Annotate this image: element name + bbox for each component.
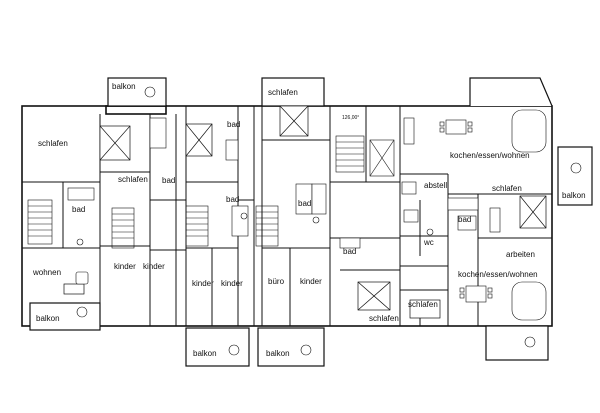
- room-labels: balkon schlafen 126,00° schlafen bad sch…: [32, 82, 586, 358]
- label-schlafen-2: schlafen: [118, 175, 148, 184]
- label-kinder-4: kinder: [221, 279, 243, 288]
- label-wc: wc: [423, 238, 434, 247]
- staircases: [27, 135, 395, 249]
- balcony-tables: [76, 86, 582, 356]
- label-schlafen-top: schlafen: [268, 88, 298, 97]
- label-bad-6: bad: [343, 247, 356, 256]
- label-balkon-left: balkon: [36, 314, 60, 323]
- label-balkon-right: balkon: [562, 191, 586, 200]
- furniture: [75, 109, 547, 321]
- label-abstell: abstell: [424, 181, 447, 190]
- label-balkon-b2: balkon: [266, 349, 290, 358]
- label-bad-1: bad: [227, 120, 240, 129]
- label-balkon-top: balkon: [112, 82, 136, 91]
- label-wohnen: wohnen: [32, 268, 61, 277]
- label-bad-4: bad: [226, 195, 239, 204]
- label-koch-bottom: kochen/essen/wohnen: [458, 270, 538, 279]
- balconies: [29, 77, 593, 367]
- label-bad-5: bad: [298, 199, 311, 208]
- label-schlafen-3: schlafen: [492, 184, 522, 193]
- label-schlafen-5: schlafen: [369, 314, 399, 323]
- label-arbeiten: arbeiten: [506, 250, 535, 259]
- label-kinder-2: kinder: [143, 262, 165, 271]
- beds: [63, 105, 547, 319]
- label-schlafen-4: schlafen: [408, 300, 438, 309]
- label-kinder-5: kinder: [300, 277, 322, 286]
- label-buero: büro: [268, 277, 285, 286]
- label-bad-2: bad: [162, 176, 175, 185]
- label-elevation: 126,00°: [342, 115, 359, 121]
- interior-walls: [22, 106, 552, 326]
- label-kinder-3: kinder: [192, 279, 214, 288]
- sanitary-fixtures: [67, 117, 479, 249]
- label-schlafen-1: schlafen: [38, 139, 68, 148]
- label-bad-7: bad: [458, 215, 471, 224]
- label-kinder-1: kinder: [114, 262, 136, 271]
- label-balkon-b1: balkon: [193, 349, 217, 358]
- label-bad-3: bad: [72, 205, 85, 214]
- label-koch-top: kochen/essen/wohnen: [450, 151, 530, 160]
